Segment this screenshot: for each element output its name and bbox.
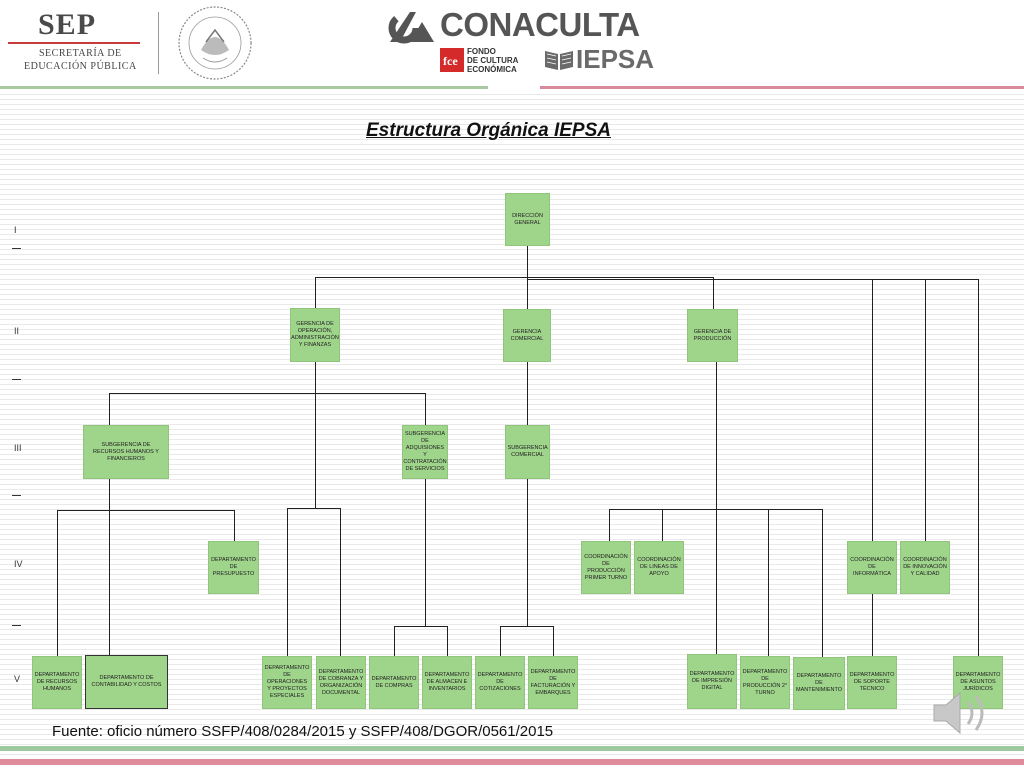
iepsa-text: IEPSA [576,44,655,74]
connector-line [109,393,110,425]
fce-text-line-1: FONDO [467,47,496,56]
level-divider [12,625,21,626]
fce-logo-icon: fce [440,48,464,72]
conaculta-logo-icon [388,12,434,44]
org-box-depto-soporte-tecnico: DEPARTAMENTO DE SOPORTE TÉCNICO [847,656,897,709]
org-box-depto-mantenimiento: DEPARTAMENTO DE MANTENIMIENTO [793,657,845,710]
connector-line [978,279,979,656]
footer-band-pink [0,759,1024,765]
level-label-1: I [14,225,17,235]
org-box-depto-cotizaciones: DEPARTAMENTO DE COTIZACIONES [475,656,525,709]
header-band-green [0,86,488,89]
header: SEP SECRETARÍA DE EDUCACIÓN PÚBLICA CONA… [0,0,1024,92]
org-box-depto-recursos-humanos: DEPARTAMENTO DE RECURSOS HUMANOS [32,656,82,709]
fce-text-line-3: ECONÓMICA [467,65,517,74]
connector-line [527,277,528,309]
connector-line [527,279,979,280]
connector-line [872,594,873,656]
header-band-pink [540,86,1024,89]
connector-line [57,510,58,656]
org-box-gerencia-produccion: GERENCIA DE PRODUCCIÓN [687,309,738,362]
level-label-4: IV [14,559,23,569]
sep-logo-text: SEP [38,8,97,41]
org-box-depto-compras: DEPARTAMENTO DE COMPRAS [369,656,419,709]
mexican-seal-icon [178,6,252,80]
connector-line [340,508,341,656]
connector-line [609,509,610,541]
connector-line [925,279,926,541]
org-box-subgerencia-adquisiciones: SUBGERENCIA DE ADQUISIONES Y CONTRATACIÓ… [402,425,448,479]
connector-line [527,479,528,627]
connector-line [872,279,873,541]
connector-line [425,479,426,627]
connector-line [109,393,425,394]
connector-line [609,509,822,510]
org-box-coord-innovacion: COORDINACIÓN DE INNOVACIÓN Y CALIDAD [900,541,950,594]
connector-line [109,479,110,655]
org-box-coord-informatica: COORDINACIÓN DE INFORMÁTICA [847,541,897,594]
connector-line [57,510,234,511]
connector-line [315,277,713,278]
connector-line [425,393,426,425]
org-box-depto-operaciones: DEPARTAMENTO DE OPERACIONES Y PROYECTOS … [262,656,312,709]
org-box-depto-presupuesto: DEPARTAMENTO DE PRESUPUESTO [208,541,259,594]
speaker-icon[interactable] [932,688,1002,738]
level-divider [12,248,21,249]
conaculta-text: CONACULTA [440,6,640,43]
org-box-depto-produccion-2-turno: DEPARTAMENTO DE PRODUCCIÓN 2° TURNO [740,656,790,709]
level-divider [12,379,21,380]
org-box-gerencia-operacion: GERENCIA DE OPERACIÓN, ADMINISTRACIÓN Y … [290,308,340,362]
org-box-coord-produccion-primer-turno: COORDINACIÓN DE PRODUCCIÓN PRIMER TURNO [581,541,631,594]
sep-logo-line [8,42,140,44]
connector-line [315,362,316,508]
sep-subtitle-line-1: SECRETARÍA DE [39,48,122,59]
page-title: Estructura Orgánica IEPSA [366,120,611,141]
connector-line [394,626,395,656]
connector-line [553,626,554,656]
connector-line [768,509,769,656]
sep-subtitle: SECRETARÍA DE EDUCACIÓN PÚBLICA [24,47,137,73]
iepsa-book-icon [545,51,573,70]
fce-text-line-2: DE CULTURA [467,56,519,65]
connector-line [716,362,717,654]
org-box-subgerencia-rh: SUBGERENCIA DE RECURSOS HUMANOS Y FINANC… [83,425,169,479]
header-divider [158,12,159,74]
connector-line [500,626,553,627]
connector-line [713,277,714,309]
org-box-depto-contabilidad: DEPARTAMENTO DE CONTABILIDAD Y COSTOS [85,655,168,709]
level-label-5: V [14,674,21,684]
org-box-depto-facturacion: DEPARTAMENTO DE FACTURACIÓN Y EMBARQUES [528,656,578,709]
org-box-subgerencia-comercial: SUBGERENCIA COMERCIAL [505,425,550,479]
svg-text:fce: fce [443,54,458,68]
org-box-gerencia-comercial: GERENCIA COMERCIAL [503,309,551,362]
connector-line [500,626,501,656]
org-box-depto-asuntos-juridicos: DEPARTAMENTO DE ASUNTOS JURÍDICOS [953,656,1003,709]
connector-line [315,277,316,308]
org-box-depto-impresion-digital: DEPARTAMENTO DE IMPRESIÓN DIGITAL [687,654,737,709]
connector-line [234,510,235,541]
connector-line [394,626,447,627]
connector-line [662,509,663,541]
connector-line [287,508,288,656]
connector-line [822,509,823,657]
level-label-3: III [14,443,22,453]
fce-text: FONDO DE CULTURA ECONÓMICA [467,47,518,74]
sep-subtitle-line-2: EDUCACIÓN PÚBLICA [24,61,137,72]
org-box-depto-almacen: DEPARTAMENTO DE ALMACEN E INVENTARIOS [422,656,472,709]
org-box-depto-cobranza: DEPARTAMENTO DE COBRANZA Y ORGANIZACIÓN … [316,656,366,709]
level-label-2: II [14,326,20,336]
connector-line [447,626,448,656]
org-box-coord-lineas-apoyo: COORDINACIÓN DE LINEAS DE APOYO [634,541,684,594]
connector-line [287,508,340,509]
connector-line [527,246,528,278]
org-box-direccion-general: DIRECCIÓN GENERAL [505,193,550,246]
footer-band-green [0,746,1024,751]
level-divider [12,495,21,496]
source-footnote: Fuente: oficio número SSFP/408/0284/2015… [52,723,554,740]
connector-line [527,362,528,425]
